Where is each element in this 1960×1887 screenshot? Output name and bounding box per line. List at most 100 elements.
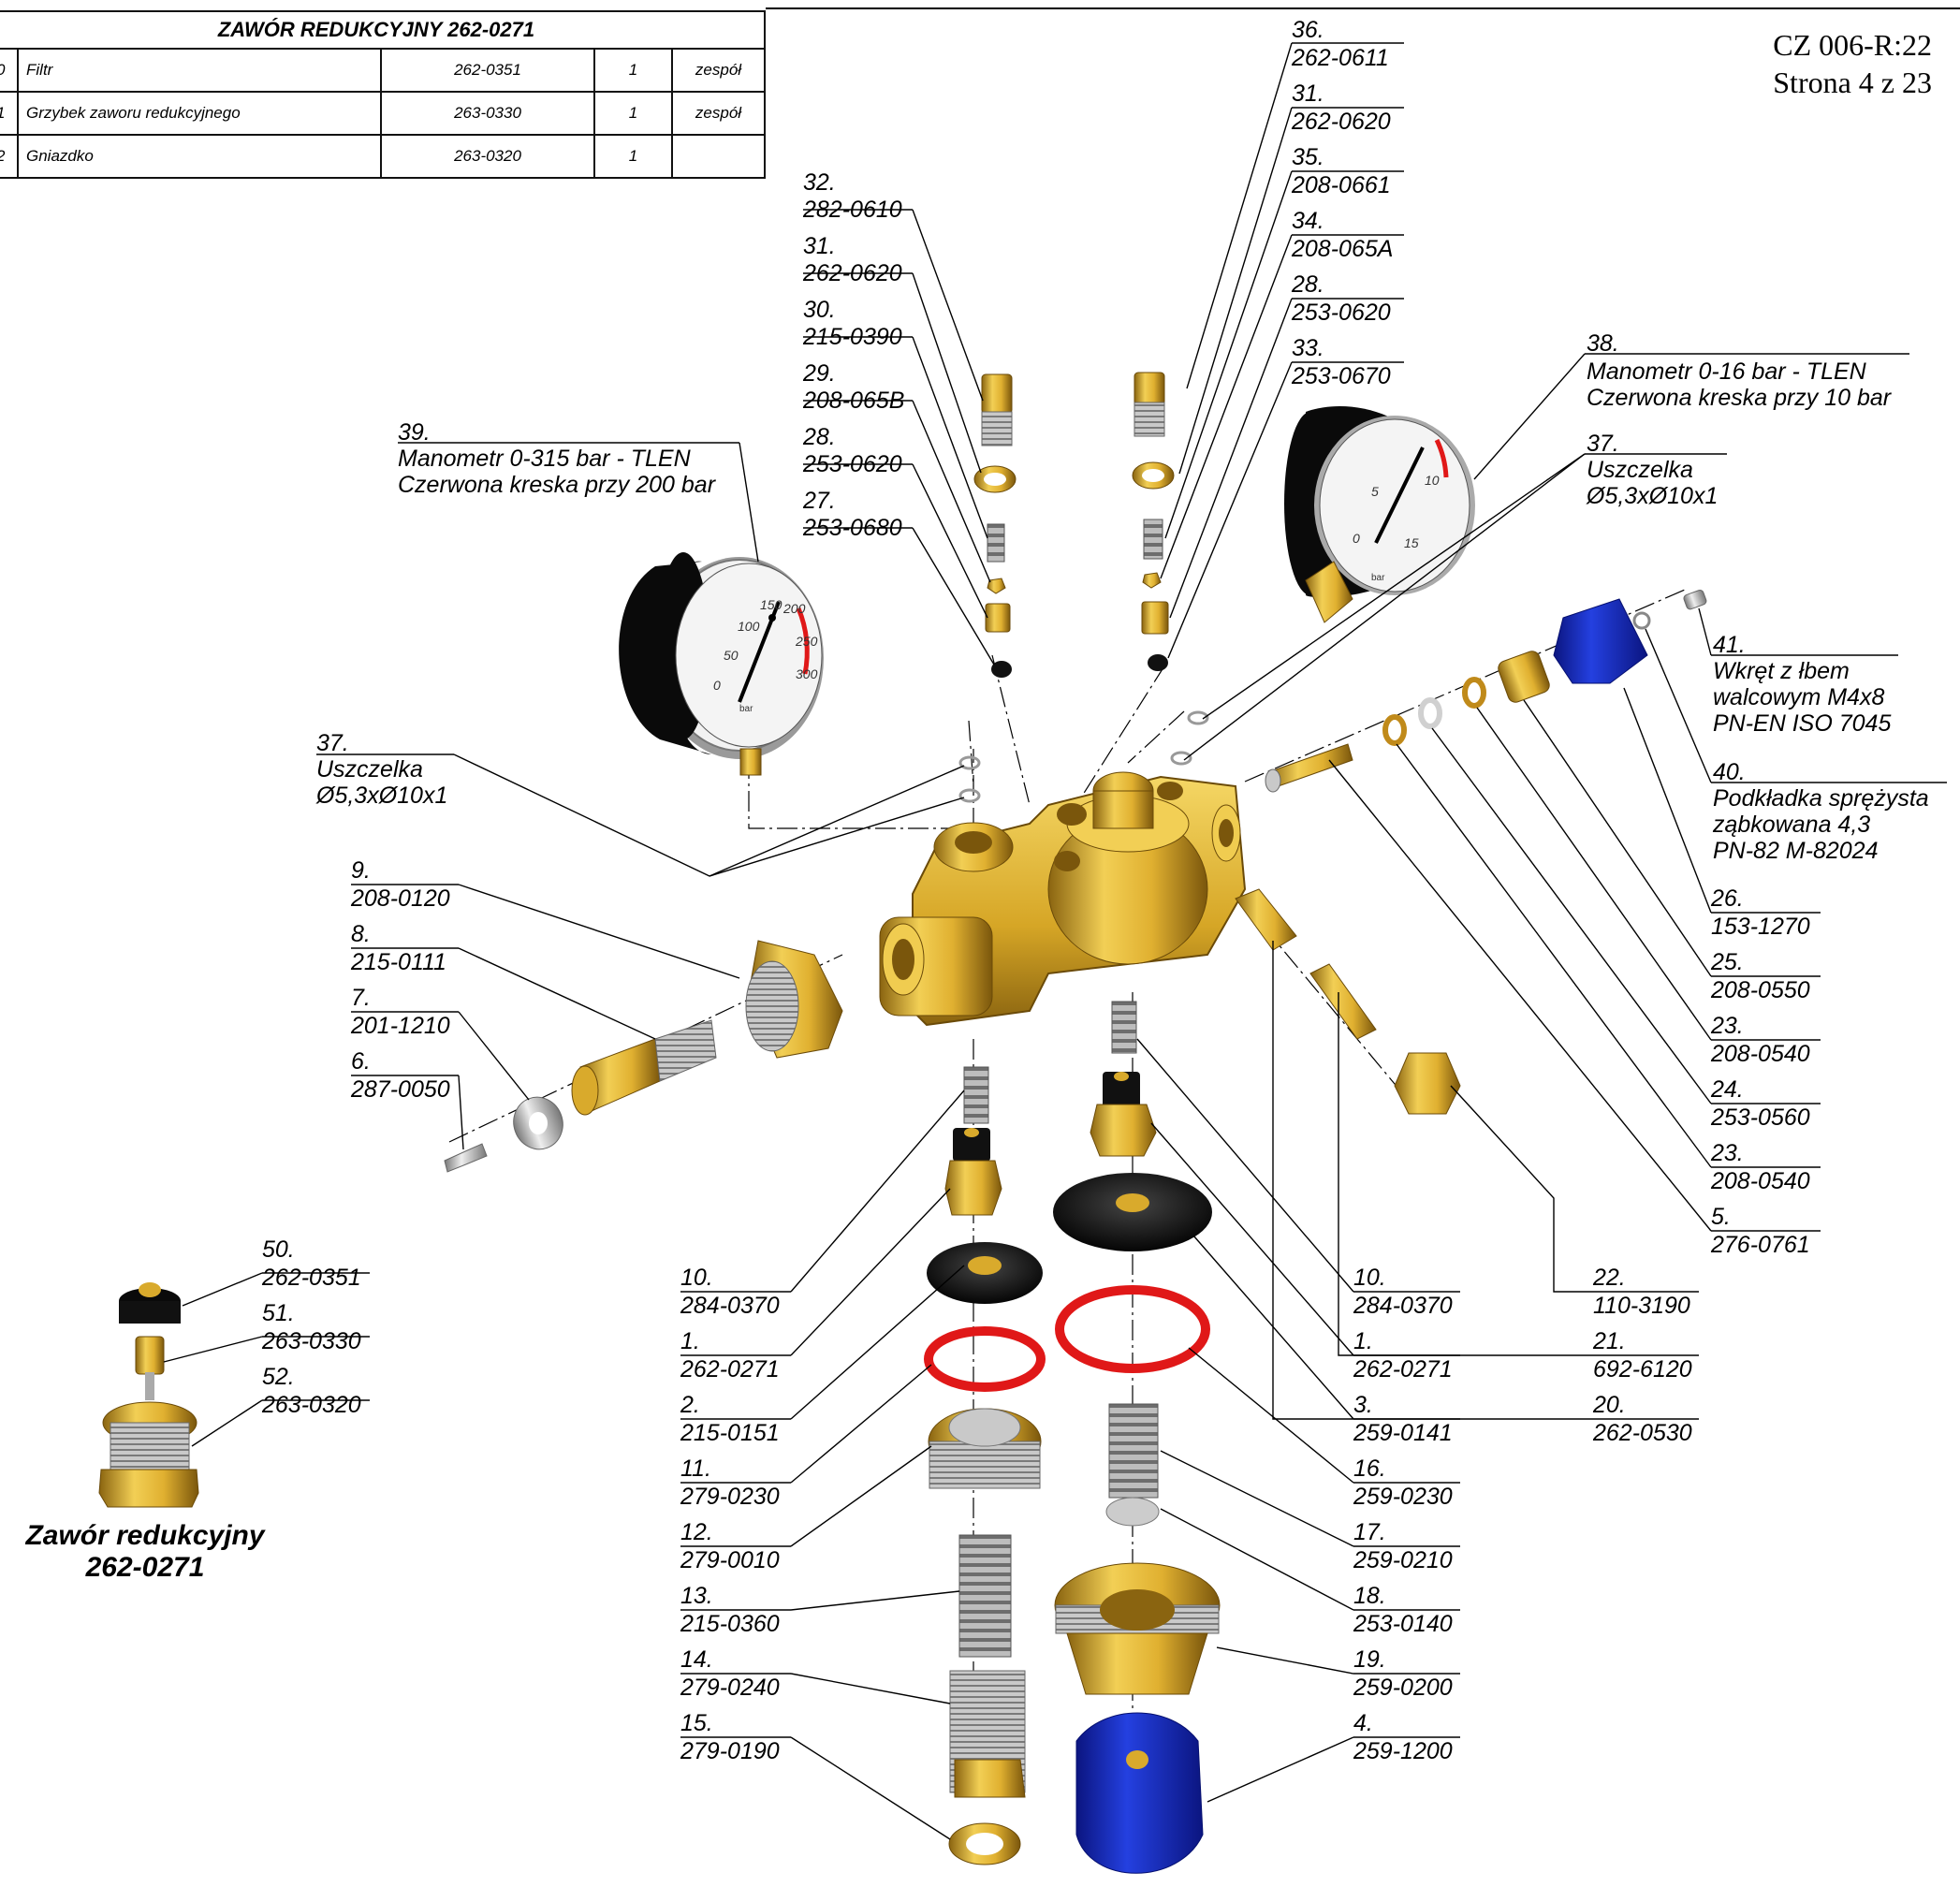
row-name: Filtr [17,48,382,93]
callout-number: 15. [680,1710,713,1736]
callout-number: 28. [1291,271,1324,298]
right-gauge-axis [1127,710,1185,764]
callout-code: 253-0620 [1291,300,1391,326]
gauge-unit: bar [739,704,753,714]
gauge-unit: bar [1371,573,1385,583]
gauge-tick-10: 10 [1425,473,1440,488]
callout-code: 215-0390 [802,324,902,350]
inlet-parts [444,940,843,1173]
callout-number: 22. [1592,1265,1626,1291]
callout-code: 263-0330 [261,1328,361,1354]
callout-code: 262-0271 [680,1356,780,1382]
callout-2: 2. 215-0151 [680,1265,965,1446]
callout-code: 259-0200 [1353,1675,1453,1701]
left-gauge-port-axis [748,749,974,829]
left-reducer-column [924,1066,1046,1865]
callout-code: 262-0530 [1592,1420,1692,1446]
callout-17: 17. 259-0210 [1160,1450,1460,1573]
callout-code: 253-0140 [1353,1611,1453,1637]
callout-33: 33. 253-0670 [1167,335,1404,659]
parts-table-row: 2 Gniazdko 263-0320 1 [0,134,766,179]
callout-50: 50. 262-0351 [182,1236,370,1307]
callout-number: 50. [262,1236,295,1263]
callout-number: 31. [1292,80,1324,107]
callout-code: 276-0761 [1710,1232,1810,1258]
right-safety-valve-stack [1132,372,1175,671]
callout-7: 7. 201-1210 [350,985,530,1101]
callout-line: Ø5,3xØ10x1 [1586,483,1718,509]
callout-39: 39. Manometr 0-315 bar - TLEN Czerwona k… [398,419,759,563]
callout-code: 259-0210 [1353,1547,1453,1573]
callout-code: 208-0540 [1710,1168,1810,1194]
callout-number: 30. [803,297,836,323]
callout-15: 15. 279-0190 [680,1710,951,1840]
gauge-tick-15: 15 [1404,535,1419,550]
callout-14: 14. 279-0240 [680,1646,951,1704]
callout-code: 262-0611 [1291,45,1389,71]
parts-table: ZAWÓR REDUKCYJNY 262-0271 0 Filtr 262-03… [0,10,766,179]
callout-number: 9. [351,857,371,884]
callout-line: Ø5,3xØ10x1 [315,783,447,809]
callout-line: Uszczelka [316,756,423,783]
callout-11: 11. 279-0230 [680,1364,932,1510]
callout-number: 12. [680,1519,713,1545]
callout-34: 34. 208-065A [1160,208,1404,579]
callout-number: 17. [1353,1519,1386,1545]
callout-number: 23. [1710,1140,1744,1166]
low-pressure-gauge: 0 5 10 15 bar [1284,406,1475,623]
safety-valve-axis-right [1075,664,1166,806]
row-name: Grzybek zaworu redukcyjnego [17,91,382,136]
callout-code: 208-0540 [1710,1041,1810,1067]
callout-18: 18. 253-0140 [1160,1508,1460,1637]
callout-21: 21. 692-6120 [1338,992,1699,1382]
callout-line: walcowym M4x8 [1713,684,1884,710]
gauge-tick-5: 5 [1371,484,1379,499]
callout-line: Czerwona kreska przy 200 bar [398,472,717,498]
callout-number: 28. [802,424,836,450]
callout-23-a: 23. 208-0540 [1476,707,1821,1067]
row-number: 1 [0,91,19,136]
callout-code: 215-0360 [680,1611,780,1637]
callout-31-right: 31. 262-0620 [1178,80,1404,475]
callout-52: 52. 263-0320 [191,1364,370,1447]
callout-code: 282-0610 [802,197,902,223]
callout-16: 16. 259-0230 [1188,1347,1460,1510]
callout-41: 41. Wkręt z łbem walcowym M4x8 PN-EN ISO… [1698,607,1898,737]
outlet-fitting [1235,888,1461,1115]
callout-24: 24. 253-0560 [1431,727,1821,1131]
callout-number: 3. [1353,1392,1373,1418]
callout-code: 262-0620 [802,260,902,286]
callout-30: 30. 215-0390 [802,297,988,539]
callout-number: 27. [802,488,836,514]
callout-4: 4. 259-1200 [1207,1710,1460,1803]
callout-28-right: 28. 253-0620 [1169,271,1404,619]
callout-code: 153-1270 [1711,914,1810,940]
callout-20: 20. 262-0530 [1272,941,1699,1446]
callout-27: 27. 253-0680 [802,488,995,666]
callout-number: 14. [680,1646,713,1673]
callout-number: 32. [803,169,836,196]
callout-line: PN-82 M-82024 [1713,838,1878,864]
callout-line: Wkręt z łbem [1713,658,1850,684]
page-info: Strona 4 z 23 [1773,66,1932,99]
callout-number: 31. [803,233,836,259]
callout-number: 41. [1713,632,1746,658]
callout-12: 12. 279-0010 [680,1445,932,1573]
callout-10-left: 10. 284-0370 [680,1090,965,1319]
parts-table-row: 1 Grzybek zaworu redukcyjnego 263-0330 1… [0,91,766,136]
gauge-tick-150: 150 [760,597,783,612]
callout-6: 6. 287-0050 [350,1048,464,1150]
callout-40: 40. Podkładka sprężysta ząbkowana 4,3 PN… [1645,628,1947,864]
callout-number: 37. [1587,431,1619,457]
callout-number: 52. [262,1364,295,1390]
callout-code: 262-0271 [1353,1356,1453,1382]
callout-number: 34. [1292,208,1324,234]
callout-code: 284-0370 [1353,1293,1453,1319]
callout-number: 24. [1710,1076,1744,1103]
subassembly-drawing [98,1282,199,1508]
callout-number: 23. [1710,1013,1744,1039]
callout-number: 38. [1587,330,1619,357]
parts-table-title-row: ZAWÓR REDUKCYJNY 262-0271 [0,10,766,50]
